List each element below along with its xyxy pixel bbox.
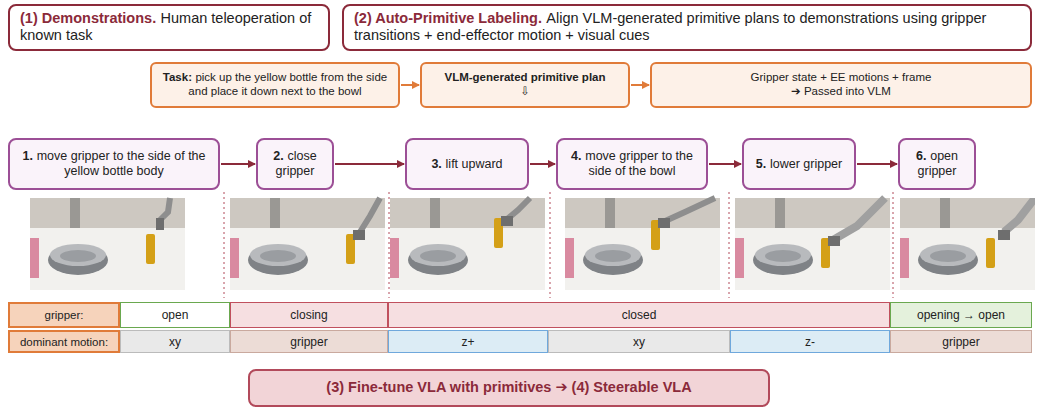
node-heading: 6.: [916, 149, 926, 163]
cell-text: gripper: [290, 335, 327, 349]
stage-box: (3) Fine-tune VLA with primitives ➔ (4) …: [248, 369, 770, 407]
node-text: ➔ Passed into VLM: [660, 85, 1022, 99]
node-heading: 4.: [571, 149, 581, 163]
cell-text: z+: [461, 335, 474, 349]
text-wrap: (1) Demonstrations.Human teleoperation o…: [20, 10, 318, 45]
cell-text: closed: [622, 308, 657, 322]
text-wrap: (2) Auto-Primitive Labeling.Align VLM-ge…: [354, 10, 1020, 45]
table-cell: z-: [730, 330, 890, 353]
primitive-box: 4. move gripper to the side of the bowl: [556, 138, 708, 190]
input-box: Gripper state + EE motions + frame➔ Pass…: [650, 62, 1032, 108]
flow-arrow: [857, 163, 897, 165]
cell-text: open: [162, 308, 189, 322]
cell-text: dominant motion:: [20, 336, 108, 348]
flow-arrow: [631, 84, 649, 86]
table-cell: closed: [388, 302, 890, 328]
text-wrap: 3. lift upward: [414, 157, 520, 172]
row-header: gripper:: [8, 302, 120, 328]
table-cell: xy: [548, 330, 730, 353]
table-cell: z+: [388, 330, 548, 353]
node-heading: 3.: [431, 157, 441, 171]
cell-text: closing: [290, 308, 327, 322]
node-heading: 1.: [22, 149, 32, 163]
primitive-box: 2.close gripper: [256, 138, 334, 190]
primitive-box: 3. lift upward: [405, 138, 529, 190]
flow-arrow: [530, 163, 555, 165]
table-cell: gripper: [890, 330, 1032, 353]
node-heading: VLM-generated primitive plan: [430, 71, 620, 85]
cell-text: z-: [805, 335, 815, 349]
node-heading: 5.: [756, 157, 766, 171]
cell-text: xy: [633, 335, 645, 349]
text-wrap: 6.open gripper: [907, 149, 967, 179]
table-cell: open: [120, 302, 230, 328]
flow-arrow: [335, 163, 404, 165]
node-heading: Gripper state + EE motions + frame: [660, 71, 1022, 85]
stage-box: (1) Demonstrations.Human teleoperation o…: [8, 4, 330, 51]
flow-arrow: [221, 163, 255, 165]
task-box: Task:pick up the yellow bottle from the …: [150, 62, 400, 108]
primitive-box: 1. move gripper to the side of the yellow…: [8, 138, 220, 190]
text-wrap: (3) Fine-tune VLA with primitives ➔ (4) …: [260, 379, 758, 396]
text-wrap: 4. move gripper to the side of the bowl: [565, 149, 699, 179]
node-text: lift upward: [446, 157, 503, 171]
flow-arrow: [401, 84, 419, 86]
node-heading: 2.: [273, 149, 283, 163]
node-text: ⇩: [430, 85, 620, 99]
table-cell: gripper: [230, 330, 388, 353]
primitive-box: 6.open gripper: [898, 138, 976, 190]
flow-arrow: [709, 163, 741, 165]
node-heading: (2) Auto-Primitive Labeling.: [354, 10, 542, 26]
node-heading: (3) Fine-tune VLA with primitives ➔ (4) …: [326, 379, 691, 395]
text-wrap: 2.close gripper: [265, 149, 325, 179]
node-text: move gripper to the side of the yellow b…: [37, 149, 206, 178]
plan-box: VLM-generated primitive plan⇩: [420, 62, 630, 108]
node-text: move gripper to the side of the bowl: [585, 149, 693, 178]
cell-text: xy: [169, 335, 181, 349]
node-text: pick up the yellow bottle from the side …: [188, 71, 387, 97]
node-heading: Task:: [163, 71, 192, 83]
primitive-box: 5. lower gripper: [742, 138, 856, 190]
text-wrap: VLM-generated primitive plan⇩: [430, 71, 620, 99]
text-wrap: Task:pick up the yellow bottle from the …: [160, 71, 390, 99]
text-wrap: 5. lower gripper: [751, 157, 847, 172]
text-wrap: 1. move gripper to the side of the yellow…: [17, 149, 211, 179]
node-text: lower gripper: [770, 157, 842, 171]
cell-text: gripper: [942, 335, 979, 349]
table-cell: closing: [230, 302, 388, 328]
stage-box: (2) Auto-Primitive Labeling.Align VLM-ge…: [342, 4, 1032, 51]
cell-text: opening → open: [917, 308, 1005, 322]
row-header: dominant motion:: [8, 330, 120, 353]
table-cell: opening → open: [890, 302, 1032, 328]
cell-text: gripper:: [45, 309, 84, 321]
table-cell: xy: [120, 330, 230, 353]
text-wrap: Gripper state + EE motions + frame➔ Pass…: [660, 71, 1022, 99]
node-heading: (1) Demonstrations.: [20, 10, 156, 26]
